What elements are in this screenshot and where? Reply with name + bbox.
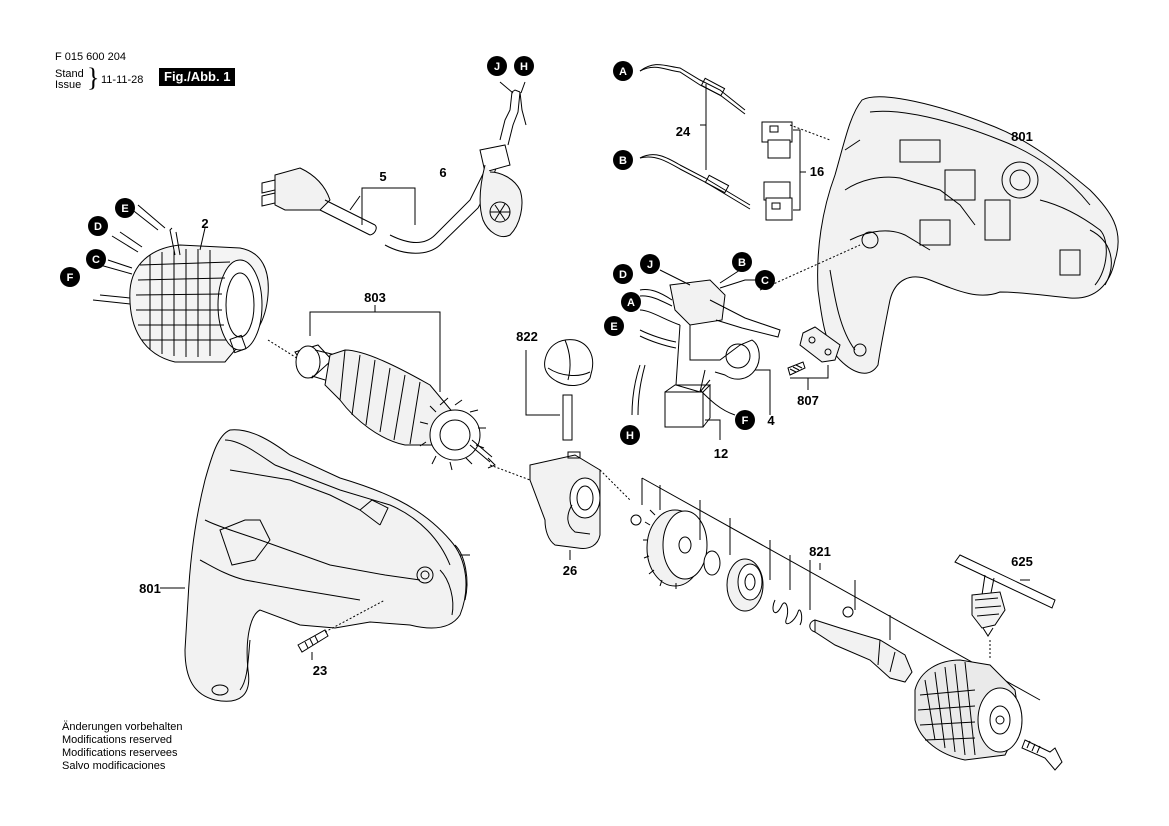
- issue-date: 11-11-28: [101, 74, 144, 86]
- knob-822: [544, 339, 594, 441]
- svg-text:C: C: [761, 275, 769, 287]
- drill-chuck: [914, 659, 1023, 761]
- note-line: Änderungen vorbehalten: [62, 721, 183, 733]
- housing-half-801-bottom: [184, 429, 470, 702]
- label-803: 803: [364, 290, 386, 305]
- note-line: Modifications reserved: [62, 734, 173, 746]
- wire-marker-E-left: E: [115, 198, 135, 218]
- wire-marker-H-switch: H: [620, 425, 640, 445]
- label-807: 807: [797, 393, 819, 408]
- figure-label: Fig./Abb. 1: [159, 68, 236, 86]
- svg-text:E: E: [610, 321, 617, 333]
- wire-marker-C-left: C: [86, 249, 106, 269]
- gear-selector-26: [529, 451, 601, 549]
- issue-label: Issue: [55, 79, 82, 91]
- svg-text:D: D: [94, 221, 102, 233]
- wire-marker-B-top: B: [613, 150, 633, 170]
- cable-guard-6: [384, 89, 527, 254]
- gear-assembly-821: [630, 509, 913, 683]
- label-6: 6: [439, 165, 446, 180]
- wire-marker-J-switch: J: [640, 254, 660, 274]
- svg-text:B: B: [738, 257, 746, 269]
- svg-text:A: A: [619, 66, 627, 78]
- svg-text:H: H: [626, 430, 634, 442]
- housing-half-801-top: [817, 96, 1119, 374]
- wire-marker-B-switch: B: [732, 252, 752, 272]
- wire-harness-24: [639, 64, 751, 210]
- field-stator-2: [129, 227, 269, 363]
- wire-marker-F-left: F: [60, 267, 80, 287]
- label-4: 4: [767, 413, 775, 428]
- wire-marker-D-switch: D: [613, 264, 633, 284]
- label-16: 16: [810, 164, 824, 179]
- stand-label: Stand: [55, 68, 84, 80]
- connector-16: [761, 121, 793, 221]
- svg-text:J: J: [494, 61, 500, 73]
- label-821: 821: [809, 544, 831, 559]
- switch-4: [631, 264, 781, 428]
- label-801-top: 801: [1011, 129, 1033, 144]
- label-24: 24: [676, 124, 691, 139]
- label-801-bottom: 801: [139, 581, 161, 596]
- wire-marker-A-top: A: [613, 61, 633, 81]
- doc-number: F 015 600 204: [55, 51, 126, 63]
- screw-23: [297, 629, 329, 653]
- svg-text:H: H: [520, 61, 528, 73]
- label-625: 625: [1011, 554, 1033, 569]
- label-26: 26: [563, 563, 577, 578]
- chuck-key-625: [954, 554, 1056, 637]
- wire-marker-F-switch: F: [735, 410, 755, 430]
- label-23: 23: [313, 663, 327, 678]
- wire-marker-D-left: D: [88, 216, 108, 236]
- note-line: Salvo modificaciones: [62, 760, 166, 772]
- armature-803: [294, 344, 496, 471]
- svg-text:A: A: [627, 297, 635, 309]
- svg-text:E: E: [121, 203, 128, 215]
- svg-text:D: D: [619, 269, 627, 281]
- note-line: Modifications reservees: [62, 747, 178, 759]
- label-5: 5: [379, 169, 386, 184]
- brace-symbol: }: [87, 63, 100, 92]
- svg-text:J: J: [647, 259, 653, 271]
- wire-marker-A-switch: A: [621, 292, 641, 312]
- wire-marker-C-switch: C: [755, 270, 775, 290]
- wire-marker-H-top: H: [514, 56, 534, 76]
- label-2: 2: [201, 216, 208, 231]
- chuck-screw: [1021, 739, 1063, 771]
- power-cord-5: [261, 167, 377, 236]
- svg-text:B: B: [619, 155, 627, 167]
- wire-marker-E-switch: E: [604, 316, 624, 336]
- wire-marker-J-top: J: [487, 56, 507, 76]
- svg-text:F: F: [67, 272, 74, 284]
- notes-block: Änderungen vorbehalten Modifications res…: [62, 721, 182, 773]
- label-12: 12: [714, 446, 728, 461]
- svg-text:F: F: [742, 415, 749, 427]
- svg-text:C: C: [92, 254, 100, 266]
- cable-clamp-807: [787, 326, 841, 376]
- label-822: 822: [516, 329, 538, 344]
